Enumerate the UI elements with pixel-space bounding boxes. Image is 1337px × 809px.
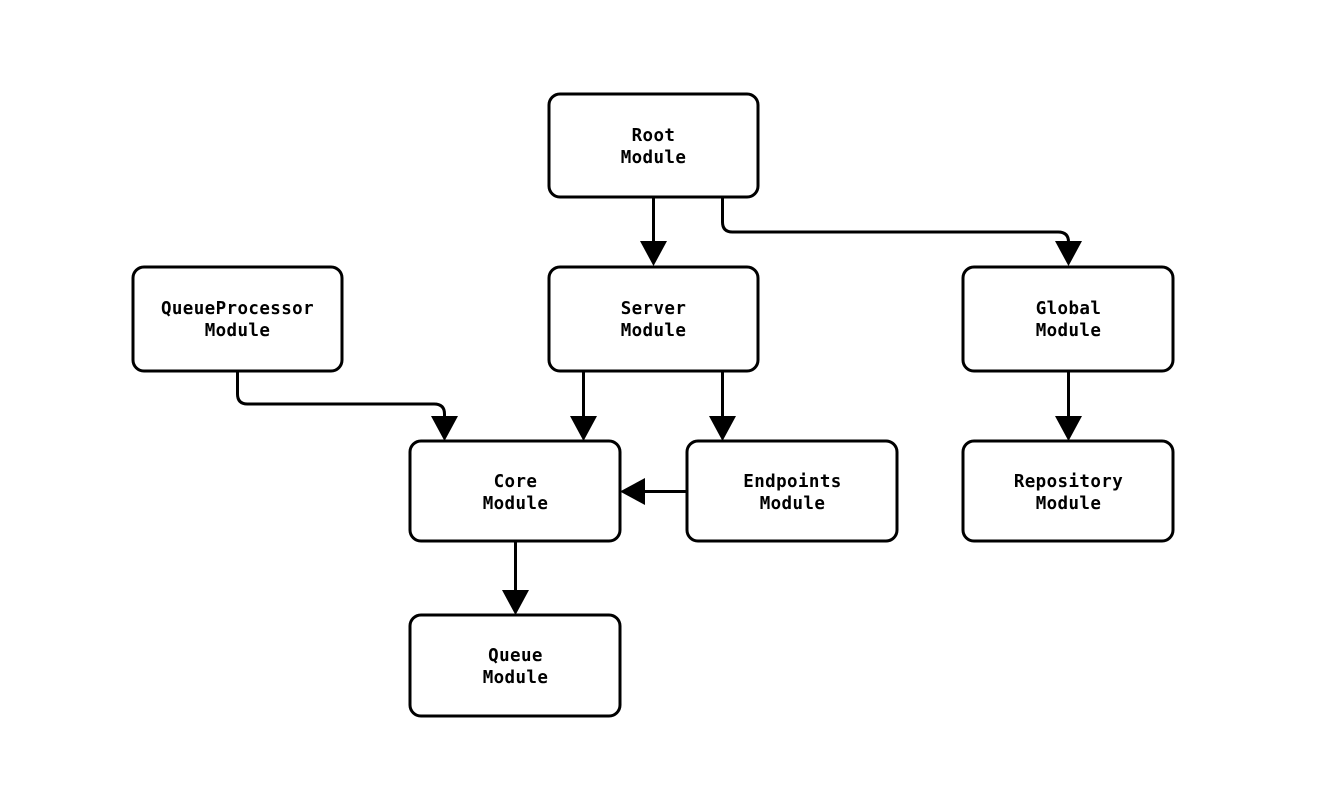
edge-root-to-server-arrowhead [640,241,667,266]
edge-server-to-core-arrowhead [570,416,597,441]
node-queueprocessor-module-box[interactable] [131,265,344,373]
node-repository-module-box[interactable] [961,439,1175,543]
node-repository-module-label-line2: Module [1036,494,1102,514]
node-global-module-box[interactable] [961,265,1175,373]
edge-endpoints-to-core-arrowhead [620,478,645,505]
node-core-module[interactable]: Core Module [408,439,622,543]
node-queueprocessor-module-label-line1: QueueProcessor [161,299,314,319]
node-queue-module-box[interactable] [408,613,622,718]
edge-root-to-global [721,197,1082,266]
node-server-module-label-line2: Module [621,321,687,341]
node-global-module-label-line2: Module [1036,321,1102,341]
node-core-module-label-line2: Module [483,494,549,514]
node-repository-module-label-line1: Repository [1014,472,1123,492]
edge-global-to-repository [1055,371,1082,441]
edge-server-to-endpoints-arrowhead [709,416,736,441]
edge-queueprocessor-to-core-arrowhead [431,416,458,441]
edge-queueprocessor-to-core-line [236,371,446,427]
node-endpoints-module-label-line1: Endpoints [743,472,841,492]
node-core-module-label-line1: Core [494,472,538,492]
node-queueprocessor-module-label-line2: Module [205,321,271,341]
node-server-module-box[interactable] [547,265,760,373]
node-root-module-label-line1: Root [632,126,676,146]
edge-queueprocessor-to-core [236,371,458,441]
node-root-module[interactable]: Root Module [547,92,760,199]
node-root-module-box[interactable] [547,92,760,199]
node-queue-module-label-line2: Module [483,668,549,688]
node-server-module[interactable]: Server Module [547,265,760,373]
node-global-module[interactable]: Global Module [961,265,1175,373]
node-queue-module-label-line1: Queue [488,646,543,666]
node-repository-module[interactable]: Repository Module [961,439,1175,543]
edge-layer [236,197,1082,615]
node-server-module-label-line1: Server [621,299,687,319]
node-global-module-label-line1: Global [1036,299,1102,319]
node-core-module-box[interactable] [408,439,622,543]
edge-root-to-global-arrowhead [1055,241,1082,266]
node-endpoints-module-box[interactable] [685,439,899,543]
edge-root-to-server [640,197,667,266]
node-queue-module[interactable]: Queue Module [408,613,622,718]
node-queueprocessor-module[interactable]: QueueProcessor Module [131,265,344,373]
edge-server-to-endpoints [709,371,736,441]
edge-root-to-global-line [721,197,1070,252]
edge-global-to-repository-arrowhead [1055,416,1082,441]
node-endpoints-module[interactable]: Endpoints Module [685,439,899,543]
edge-endpoints-to-core [620,478,687,505]
edge-core-to-queue-arrowhead [502,590,529,615]
node-root-module-label-line2: Module [621,148,687,168]
node-endpoints-module-label-line2: Module [760,494,826,514]
edge-core-to-queue [502,541,529,615]
edge-server-to-core [570,371,597,441]
node-layer: Root Module QueueProcessor Module Server… [131,92,1175,718]
